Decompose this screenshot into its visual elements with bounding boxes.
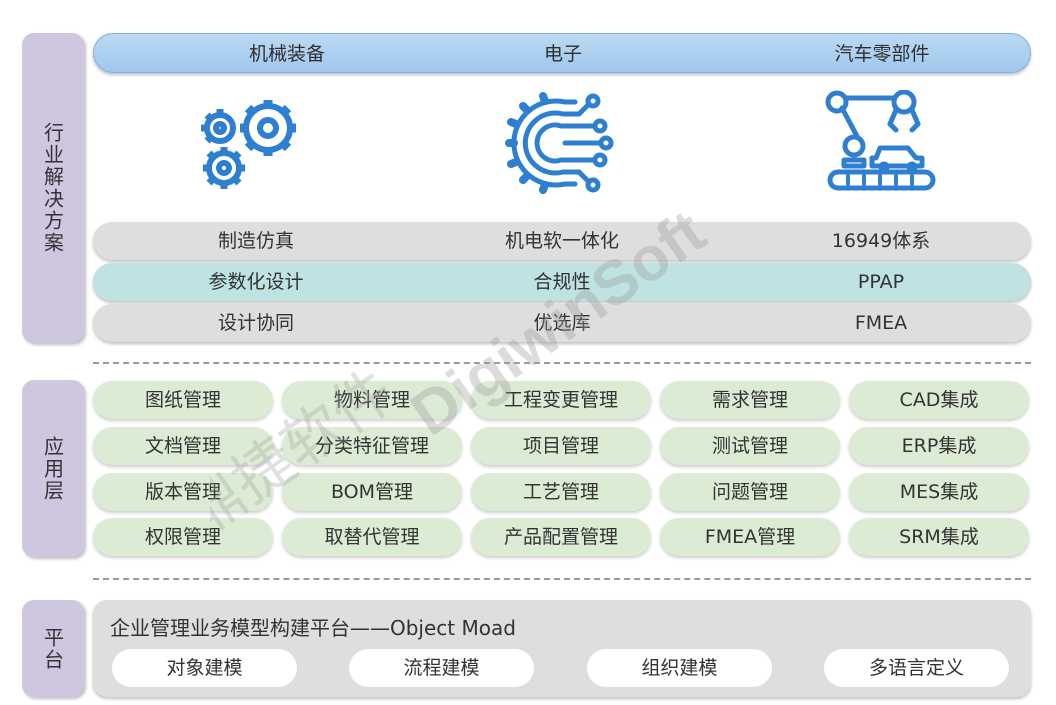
platform-item: 多语言定义 bbox=[824, 649, 1009, 687]
section-label-application: 应用层 bbox=[22, 380, 84, 557]
industry-header-band: 机械装备 电子 汽车零部件 bbox=[93, 33, 1031, 73]
app-pill: SRM集成 bbox=[849, 518, 1029, 556]
solution-row-3: 设计协同 优选库 FMEA bbox=[93, 304, 1031, 342]
section-label-industry-text: 行业解决方案 bbox=[40, 122, 65, 254]
solution-cell: 优选库 bbox=[533, 312, 591, 334]
section-label-application-text: 应用层 bbox=[40, 435, 65, 502]
divider-bottom bbox=[93, 578, 1031, 580]
app-pill: CAD集成 bbox=[849, 381, 1029, 419]
app-pill: 分类特征管理 bbox=[282, 427, 462, 465]
app-pill: 产品配置管理 bbox=[471, 518, 651, 556]
app-pill: MES集成 bbox=[849, 473, 1029, 511]
platform-item: 对象建模 bbox=[112, 649, 297, 687]
industry-electronics: 电子 bbox=[543, 43, 582, 65]
solution-cell: 设计协同 bbox=[217, 312, 294, 334]
industry-machinery: 机械装备 bbox=[248, 43, 325, 65]
app-pill: 工程变更管理 bbox=[471, 381, 651, 419]
solution-row-1: 制造仿真 机电软一体化 16949体系 bbox=[93, 222, 1031, 260]
app-pill: 文档管理 bbox=[93, 427, 273, 465]
app-pill: 问题管理 bbox=[660, 473, 840, 511]
solution-cell: PPAP bbox=[857, 271, 905, 293]
app-pill: FMEA管理 bbox=[660, 518, 840, 556]
section-label-platform-text: 平台 bbox=[40, 626, 65, 671]
app-pill: 图纸管理 bbox=[93, 381, 273, 419]
app-pill: 取替代管理 bbox=[282, 518, 462, 556]
app-pill: 测试管理 bbox=[660, 427, 840, 465]
solution-row-2: 参数化设计 合规性 PPAP bbox=[93, 263, 1031, 301]
section-label-platform: 平台 bbox=[22, 600, 84, 697]
industry-auto-parts: 汽车零部件 bbox=[834, 43, 930, 65]
circuit-chip-icon bbox=[505, 92, 614, 194]
app-pill: 版本管理 bbox=[93, 473, 273, 511]
app-pill: 工艺管理 bbox=[471, 473, 651, 511]
divider-top bbox=[93, 362, 1031, 364]
solution-cell: 制造仿真 bbox=[217, 230, 294, 252]
app-pill: 物料管理 bbox=[282, 381, 462, 419]
platform-title: 企业管理业务模型构建平台——Object Moad bbox=[110, 616, 516, 640]
robot-assembly-line-icon bbox=[825, 90, 936, 191]
solution-cell: 16949体系 bbox=[831, 230, 931, 252]
platform-item: 组织建模 bbox=[587, 649, 772, 687]
app-pill: 需求管理 bbox=[660, 381, 840, 419]
app-pill: 权限管理 bbox=[93, 518, 273, 556]
gears-icon bbox=[201, 100, 296, 189]
app-pill: ERP集成 bbox=[849, 427, 1029, 465]
solution-cell: 机电软一体化 bbox=[504, 230, 619, 252]
solution-cell: FMEA bbox=[854, 312, 908, 334]
solution-cell: 合规性 bbox=[533, 271, 591, 293]
app-pill: 项目管理 bbox=[471, 427, 651, 465]
platform-item: 流程建模 bbox=[349, 649, 534, 687]
solution-cell: 参数化设计 bbox=[208, 271, 304, 293]
section-label-industry: 行业解决方案 bbox=[22, 33, 84, 343]
app-pill: BOM管理 bbox=[282, 473, 462, 511]
